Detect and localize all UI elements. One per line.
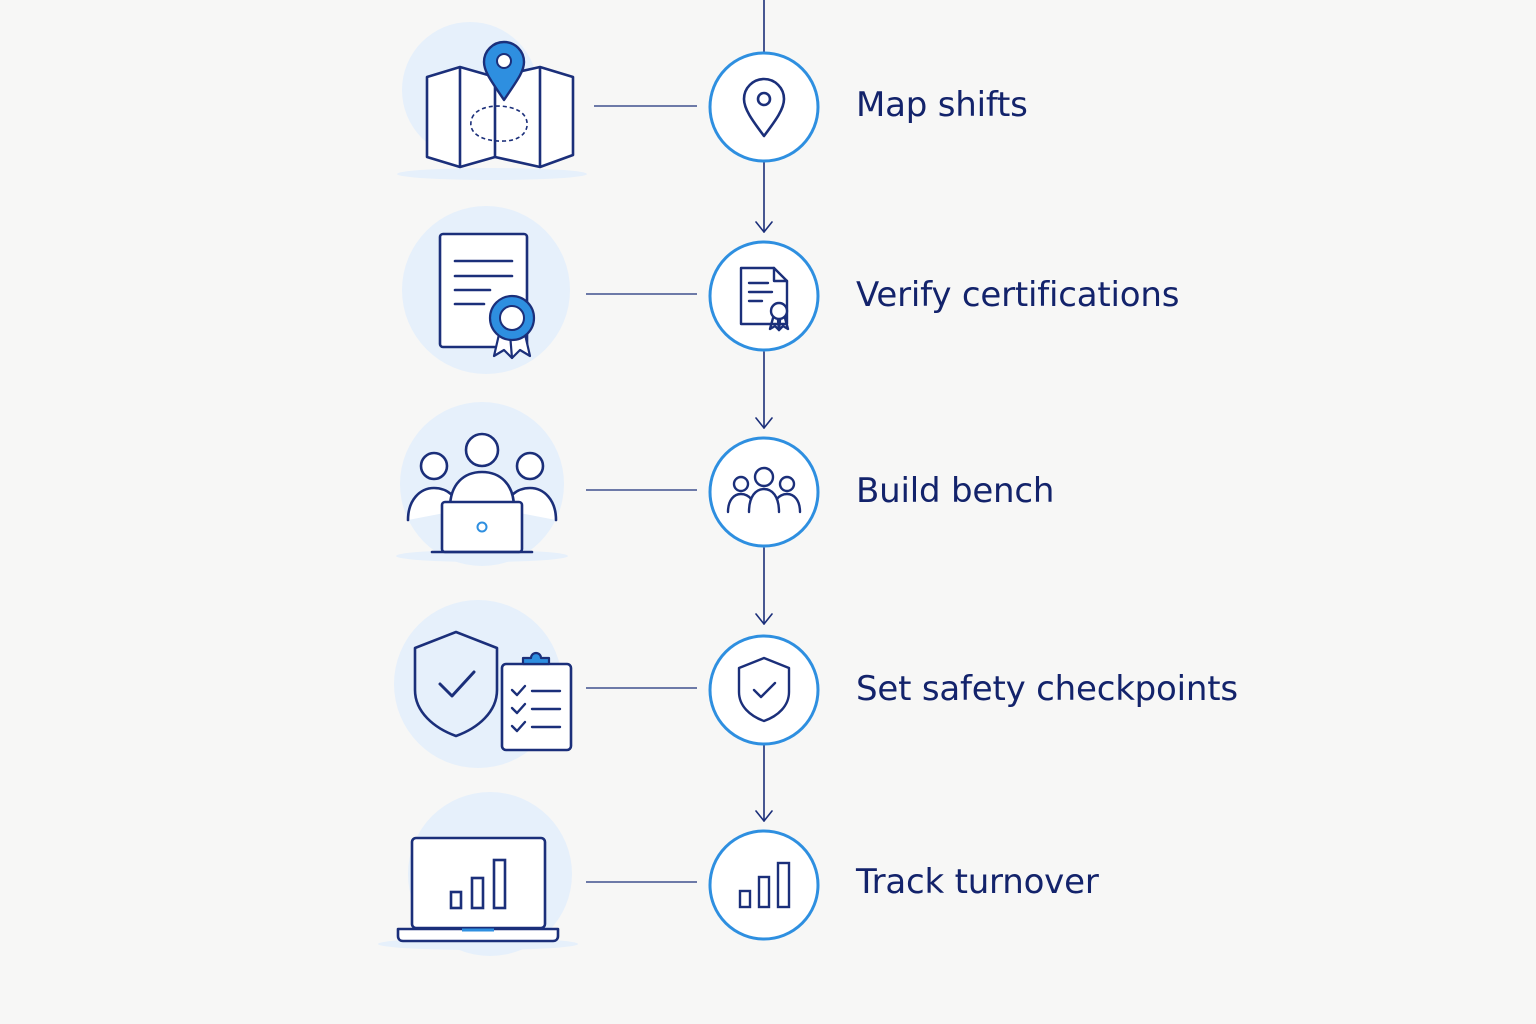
step-label-set-safety-checkpoints: Set safety checkpoints (856, 669, 1238, 709)
step-label-track-turnover: Track turnover (856, 862, 1099, 902)
connectors (586, 105, 697, 883)
people-group-icon (726, 466, 802, 514)
team-at-laptop-icon (396, 402, 568, 566)
step-label-build-bench: Build bench (856, 471, 1055, 511)
arrowhead-1 (755, 221, 773, 233)
arrowhead-3 (755, 613, 773, 625)
node-3 (708, 436, 820, 548)
step-label-map-shifts: Map shifts (856, 85, 1028, 125)
document-badge-icon (739, 266, 790, 332)
certificate-with-ribbon-icon (402, 206, 570, 374)
shield-check-icon (737, 656, 791, 723)
bar-chart-icon (738, 861, 791, 909)
step-label-verify-certifications: Verify certifications (856, 275, 1180, 315)
arrowhead-4 (755, 810, 773, 822)
shield-and-checklist-icon (394, 600, 573, 768)
node-1 (708, 51, 820, 163)
arrowhead-2 (755, 417, 773, 429)
node-2 (708, 240, 820, 352)
map-pin-icon (742, 77, 786, 138)
node-4 (708, 634, 820, 746)
folded-map-with-pin-icon (397, 22, 587, 180)
node-5 (708, 829, 820, 941)
flow-spine (755, 0, 773, 822)
laptop-bar-chart-icon (378, 792, 578, 956)
